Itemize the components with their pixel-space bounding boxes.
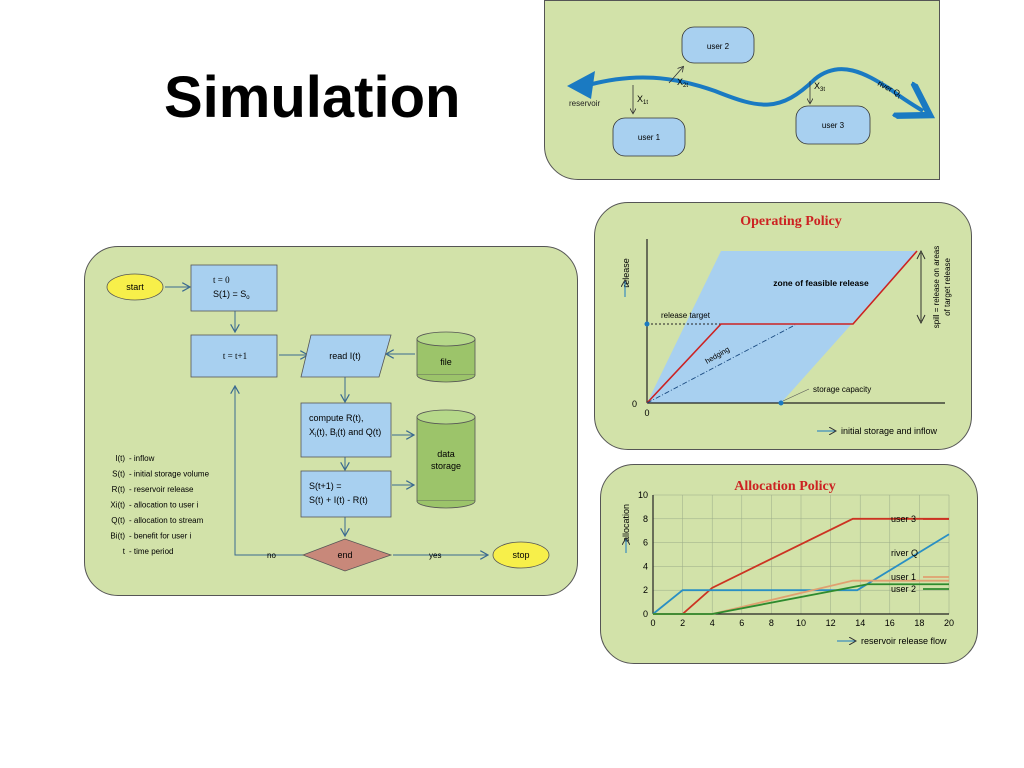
legend-symbol: t — [123, 547, 126, 556]
svg-text:yes: yes — [429, 551, 441, 560]
y-tick-label: 8 — [643, 514, 648, 524]
svg-text:data: data — [437, 449, 455, 459]
svg-text:initial storage and inflow: initial storage and inflow — [841, 426, 938, 436]
svg-text:read I(t): read I(t) — [329, 351, 361, 361]
legend-desc: - allocation to stream — [129, 516, 204, 525]
legend-symbol: I(t) — [115, 454, 125, 463]
slide-title: Simulation — [164, 65, 461, 130]
end-decision-diamond — [301, 538, 393, 572]
x-tick-label: 12 — [826, 618, 836, 628]
data-storage-cylinder — [416, 409, 476, 509]
feasible-zone — [647, 251, 917, 403]
svg-text:release target: release target — [661, 311, 711, 320]
legend-desc: - benefit for user i — [129, 532, 191, 541]
svg-text:0: 0 — [644, 408, 649, 418]
x-tick-label: 4 — [710, 618, 715, 628]
legend-symbol: R(t) — [112, 485, 126, 494]
start-label: start — [126, 282, 144, 292]
svg-text:S(1) = So: S(1) = So — [213, 289, 250, 301]
svg-text:stop: stop — [512, 550, 529, 560]
svg-text:t = 0: t = 0 — [213, 275, 230, 285]
svg-text:X2t: X2t — [677, 77, 688, 89]
series-label: user 3 — [891, 514, 916, 524]
x-tick-label: 8 — [769, 618, 774, 628]
svg-text:no: no — [267, 551, 276, 560]
legend-symbol: S(t) — [112, 470, 125, 479]
series-label: river Q — [891, 548, 918, 558]
svg-text:release: release — [621, 258, 631, 288]
svg-text:end: end — [337, 550, 352, 560]
svg-text:0: 0 — [632, 399, 637, 409]
user2-label: user 2 — [707, 42, 730, 51]
x-tick-label: 0 — [650, 618, 655, 628]
legend-desc: - allocation to user i — [129, 501, 199, 510]
user3-box — [795, 105, 871, 145]
svg-text:S(t+1) =: S(t+1) = — [309, 481, 342, 491]
compute-box — [300, 402, 392, 458]
flowchart-panel: start t = 0 S(1) = So t = t+1 read I(t) … — [84, 246, 578, 596]
legend-symbol: Q(t) — [111, 516, 125, 525]
svg-text:storage capacity: storage capacity — [813, 385, 871, 394]
svg-text:spill = release on areas: spill = release on areas — [932, 246, 941, 329]
x-tick-label: 20 — [944, 618, 954, 628]
y-tick-label: 2 — [643, 585, 648, 595]
svg-text:file: file — [440, 357, 452, 367]
series-label: user 2 — [891, 584, 916, 594]
y-tick-label: 4 — [643, 561, 648, 571]
user1-box — [612, 117, 686, 157]
x-tick-label: 18 — [914, 618, 924, 628]
allocation-policy-panel: Allocation Policy 0 2 4 6 8 10 0 2 4 6 8 10 12 14 16 18… — [600, 464, 978, 664]
x-tick-label: 6 — [739, 618, 744, 628]
init-box — [190, 264, 278, 312]
svg-text:zone of feasible release: zone of feasible release — [773, 278, 869, 288]
river-line — [580, 67, 923, 111]
reservoir-icon — [567, 71, 595, 99]
series-line-user-2 — [653, 583, 949, 615]
series-line-river-q — [652, 533, 950, 615]
x-tick-label: 14 — [855, 618, 865, 628]
user3-label: user 3 — [822, 121, 845, 130]
series-label: user 1 — [891, 572, 916, 582]
svg-text:storage: storage — [431, 461, 461, 471]
river-network-panel: reservoir user 2 user 1 user 3 X1t X2t X… — [544, 0, 940, 180]
operating-policy-title: Operating Policy — [740, 214, 842, 229]
allocation-xlabel: reservoir release flow — [861, 636, 947, 646]
user1-label: user 1 — [638, 133, 661, 142]
x-tick-label: 16 — [885, 618, 895, 628]
legend-symbol: Xi(t) — [110, 501, 125, 510]
svg-text:of target release: of target release — [943, 258, 952, 316]
svg-text:X1t: X1t — [637, 94, 648, 106]
allocation-policy-title: Allocation Policy — [734, 479, 836, 494]
legend-desc: - time period — [129, 547, 173, 556]
svg-text:t = t+1: t = t+1 — [223, 351, 247, 361]
x-tick-label: 2 — [680, 618, 685, 628]
x-tick-label: 10 — [796, 618, 806, 628]
operating-policy-panel: Operating Policy zone of feasible releas… — [594, 202, 972, 450]
user2-box — [681, 26, 755, 64]
legend-symbol: Bi(t) — [110, 532, 125, 541]
legend-desc: - reservoir release — [129, 485, 194, 494]
file-cylinder — [416, 331, 476, 383]
y-tick-label: 0 — [643, 609, 648, 619]
svg-text:compute R(t),: compute R(t), — [309, 413, 364, 423]
update-storage-box — [300, 470, 392, 518]
svg-text:river Qt: river Qt — [875, 79, 903, 101]
increment-box — [190, 334, 278, 378]
svg-text:S(t) + I(t) - R(t): S(t) + I(t) - R(t) — [309, 495, 368, 505]
reservoir-label: reservoir — [569, 99, 600, 108]
y-tick-label: 6 — [643, 538, 648, 548]
legend-desc: - inflow — [129, 454, 155, 463]
y-tick-label: 10 — [638, 490, 648, 500]
policy-line — [646, 250, 918, 404]
legend-desc: - initial storage volume — [129, 470, 210, 479]
read-input-shape — [300, 334, 392, 378]
svg-text:X3t: X3t — [814, 81, 825, 93]
allocation-ylabel: allocation — [621, 504, 631, 542]
svg-text:Xi(t), Bi(t) and Q(t): Xi(t), Bi(t) and Q(t) — [309, 427, 381, 439]
